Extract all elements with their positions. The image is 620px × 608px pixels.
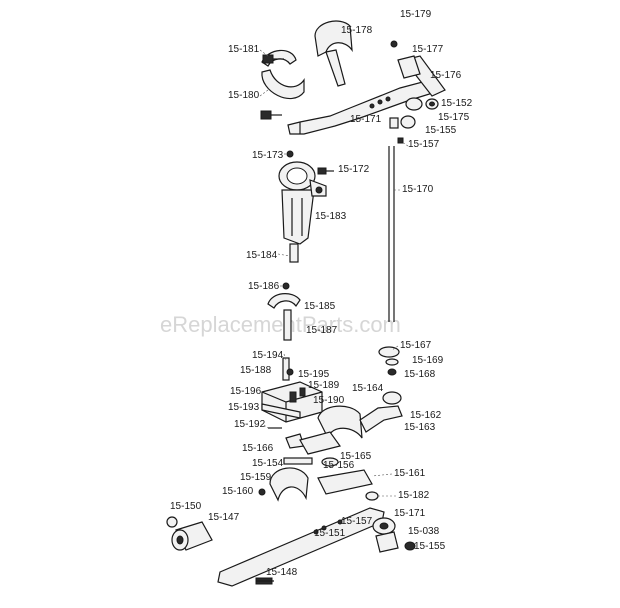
label-15-194: 15-194 — [252, 350, 284, 361]
disc-stack-part — [378, 346, 400, 376]
label-15-160: 15-160 — [222, 486, 254, 497]
label-15-184: 15-184 — [246, 250, 278, 261]
label-15-150: 15-150 — [170, 501, 202, 512]
leader-lines — [259, 49, 409, 497]
vertical-shaft-part — [388, 146, 395, 322]
spacer-182-part — [365, 491, 379, 501]
label-15-189: 15-189 — [308, 380, 340, 391]
label-15-166: 15-166 — [242, 443, 274, 454]
label-15-177: 15-177 — [412, 44, 444, 55]
label-15-186: 15-186 — [248, 281, 280, 292]
label-15-165: 15-165 — [340, 451, 372, 462]
label-15-169: 15-169 — [412, 355, 444, 366]
label-15-180: 15-180 — [228, 90, 260, 101]
bushing-lower-part — [372, 517, 396, 535]
label-15-154: 15-154 — [252, 458, 284, 469]
label-15-038: 15-038 — [408, 526, 440, 537]
pin-upper-part — [389, 117, 404, 144]
label-15-175: 15-175 — [438, 112, 470, 123]
yoke-part — [317, 391, 403, 441]
bracket-165-part — [299, 431, 342, 455]
label-15-195: 15-195 — [298, 369, 330, 380]
mount-block-part — [317, 469, 373, 495]
label-15-190: 15-190 — [313, 395, 345, 406]
post-part — [289, 243, 299, 263]
screw-148-part — [255, 577, 274, 585]
label-15-164: 15-164 — [352, 383, 384, 394]
label-15-155-upper: 15-155 — [425, 125, 457, 136]
label-15-157-upper: 15-157 — [408, 139, 440, 150]
screw-172-part — [317, 167, 334, 175]
roller-part — [171, 521, 213, 551]
label-15-151: 15-151 — [314, 528, 346, 539]
label-15-157-lower: 15-157 — [341, 516, 373, 527]
rod-end-part — [397, 55, 446, 97]
label-15-179: 15-179 — [400, 9, 432, 20]
label-15-185: 15-185 — [304, 301, 336, 312]
label-15-156: 15-156 — [323, 460, 355, 471]
label-15-171-upper: 15-171 — [350, 114, 382, 125]
label-15-196: 15-196 — [230, 386, 262, 397]
nut-155-part — [404, 541, 416, 551]
label-15-167: 15-167 — [400, 340, 432, 351]
spacer-154-part — [283, 457, 313, 465]
half-ring-part — [258, 467, 309, 502]
screw-upper-left-part — [262, 54, 284, 64]
pivot-038-part — [375, 531, 399, 553]
label-15-148: 15-148 — [266, 567, 298, 578]
plate-193-part — [261, 403, 301, 419]
label-15-172: 15-172 — [338, 164, 370, 175]
label-15-188: 15-188 — [240, 365, 272, 376]
label-15-187: 15-187 — [306, 325, 338, 336]
bolt-194-part — [282, 357, 290, 381]
label-15-182: 15-182 — [398, 490, 430, 501]
knob-150-part — [166, 516, 178, 528]
label-15-161: 15-161 — [394, 468, 426, 479]
label-15-162: 15-162 — [410, 410, 442, 421]
label-15-163: 15-163 — [404, 422, 436, 433]
watermark-text: eReplacementParts.com — [160, 312, 401, 337]
pin-187-part — [283, 309, 292, 341]
label-15-181: 15-181 — [228, 44, 260, 55]
screw-top-part — [390, 40, 398, 48]
label-15-183: 15-183 — [315, 211, 347, 222]
screw-173-part — [286, 150, 294, 158]
screw-lower-left-part — [260, 110, 282, 120]
label-15-176: 15-176 — [430, 70, 462, 81]
clamp-upper-part — [314, 20, 353, 87]
label-15-152: 15-152 — [441, 98, 473, 109]
label-15-178: 15-178 — [341, 25, 373, 36]
label-15-192: 15-192 — [234, 419, 266, 430]
sleeve-part — [400, 97, 439, 129]
fork-bracket-part — [278, 161, 327, 245]
label-15-193: 15-193 — [228, 402, 260, 413]
washer-156-part — [321, 457, 339, 467]
label-15-170: 15-170 — [402, 184, 434, 195]
label-15-147: 15-147 — [208, 512, 240, 523]
label-15-168: 15-168 — [404, 369, 436, 380]
nut-188-part — [286, 368, 294, 376]
label-15-173: 15-173 — [252, 150, 284, 161]
label-15-171-lower: 15-171 — [394, 508, 426, 519]
shift-fork-part — [267, 282, 301, 309]
label-15-155-lower: 15-155 — [414, 541, 446, 552]
label-15-159: 15-159 — [240, 472, 272, 483]
part-labels: 15-179 15-178 15-177 15-176 15-181 15-18… — [170, 9, 473, 578]
